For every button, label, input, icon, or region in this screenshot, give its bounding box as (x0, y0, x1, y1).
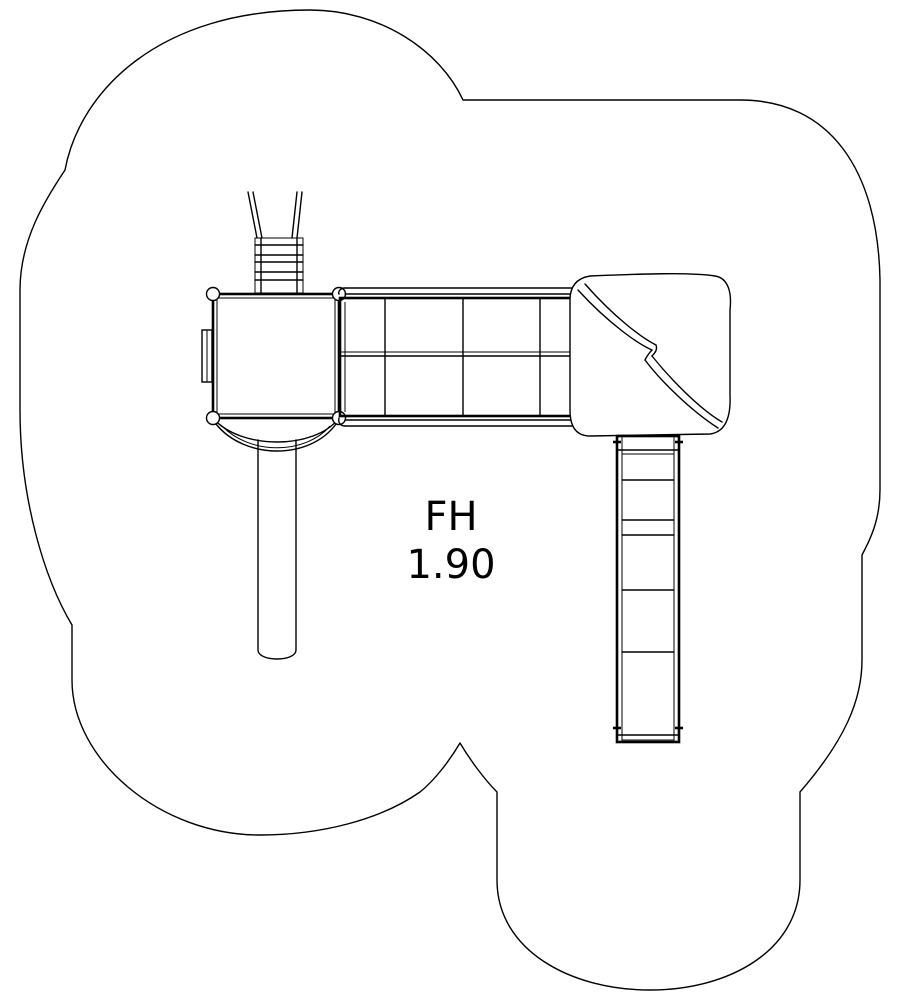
slide (613, 434, 683, 744)
safety-zone-outline (19, 9, 881, 991)
top-ladder (247, 191, 304, 294)
curved-rail (212, 417, 340, 452)
corner-deck-roof (569, 272, 732, 437)
main-platform (201, 286, 347, 426)
pole (257, 439, 297, 660)
fall-height-value: 1.90 (406, 542, 495, 588)
fall-height-label: FH (424, 494, 477, 540)
bridge-walkway (338, 287, 579, 427)
